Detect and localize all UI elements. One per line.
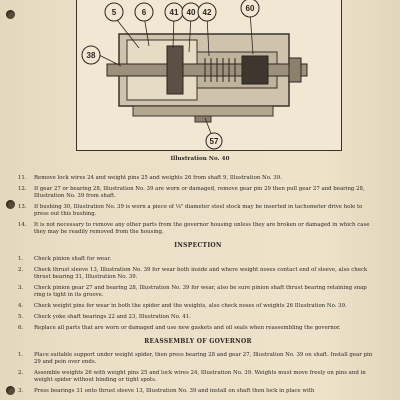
step-text: Check yoke shaft bearings 22 and 23, Ill… [34, 314, 191, 320]
figure-caption: Illustration No. 40 [170, 156, 230, 162]
step-text: Check weight pins for wear in both the s… [34, 303, 347, 309]
callout-57-label: 57 [210, 137, 219, 146]
step-number: 1. [18, 256, 24, 262]
step-number: 6. [18, 325, 24, 331]
binder-hole [6, 10, 15, 19]
step-number: 3. [18, 388, 24, 394]
step-number: 2. [18, 370, 24, 376]
illustration-frame: 5 6 41 40 42 60 38 57 [76, 0, 342, 151]
step-text: It is not necessary to remove any other … [34, 222, 370, 235]
callout-57 [205, 132, 223, 150]
binder-hole [6, 386, 15, 395]
inspection-item: 6. Replace all parts that are worn or da… [18, 325, 378, 332]
callout-60-label: 60 [246, 4, 255, 13]
reassembly-item: 2. Assemble weights 26 with weight pins … [18, 370, 378, 384]
step-text: If gear 27 or bearing 28, Illustration N… [34, 186, 365, 199]
callout-38-label: 38 [87, 51, 96, 60]
instructions-text: 11. Remove lock wires 24 and weight pins… [18, 175, 378, 399]
step-text: If bushing 30, Illustration No. 39 is wo… [34, 204, 363, 217]
step-item: 14. It is not necessary to remove any ot… [18, 222, 378, 236]
callout-6 [134, 2, 154, 22]
step-text: Check thrust sleeve 13, Illustration No.… [34, 267, 368, 280]
step-number: 14. [18, 222, 27, 228]
callout-41-label: 41 [170, 8, 179, 17]
reassembly-item: 1. Place suitable support under weight s… [18, 352, 378, 366]
callout-42-label: 42 [203, 8, 212, 17]
inspection-item: 2. Check thrust sleeve 13, Illustration … [18, 267, 378, 281]
step-text: Replace all parts that are worn or damag… [34, 325, 341, 331]
step-text: Remove lock wires 24 and weight pins 25 … [34, 175, 282, 181]
step-number: 11. [18, 175, 27, 181]
step-text: Check pinion gear 27 and bearing 28, Ill… [34, 285, 367, 298]
step-number: 12. [18, 186, 27, 192]
reassembly-heading: REASSEMBLY OF GOVERNOR [144, 338, 252, 345]
callout-6-label: 6 [142, 8, 147, 17]
callout-5 [104, 2, 124, 22]
step-item: 11. Remove lock wires 24 and weight pins… [18, 175, 378, 182]
inspection-item: 1. Check pinion shaft for wear. [18, 256, 378, 263]
step-text: Place suitable support under weight spid… [34, 352, 373, 365]
inspection-item: 4. Check weight pins for wear in both th… [18, 303, 378, 310]
inspection-item: 5. Check yoke shaft bearings 22 and 23, … [18, 314, 378, 321]
inspection-heading: INSPECTION [174, 242, 222, 249]
step-item: 13. If bushing 30, Illustration No. 39 i… [18, 204, 378, 218]
step-text: Assemble weights 26 with weight pins 25 … [34, 370, 366, 383]
reassembly-item: 3. Press bearings 31 onto thrust sleeve … [18, 388, 378, 395]
step-number: 1. [18, 352, 24, 358]
step-number: 5. [18, 314, 24, 320]
callout-38 [81, 45, 101, 65]
step-text: Press bearings 31 onto thrust sleeve 13,… [34, 388, 315, 394]
callout-40-label: 40 [187, 8, 196, 17]
step-number: 2. [18, 267, 24, 273]
callout-5-label: 5 [112, 8, 117, 17]
step-number: 4. [18, 303, 24, 309]
callout-60 [240, 0, 260, 18]
callout-42 [197, 2, 217, 22]
step-number: 13. [18, 204, 27, 210]
step-item: 12. If gear 27 or bearing 28, Illustrati… [18, 186, 378, 200]
step-text: Check pinion shaft for wear. [34, 256, 112, 262]
inspection-item: 3. Check pinion gear 27 and bearing 28, … [18, 285, 378, 299]
step-number: 3. [18, 285, 24, 291]
governor-cutaway-drawing: 5 6 41 40 42 60 38 57 [81, 0, 308, 150]
binder-hole [6, 200, 15, 209]
